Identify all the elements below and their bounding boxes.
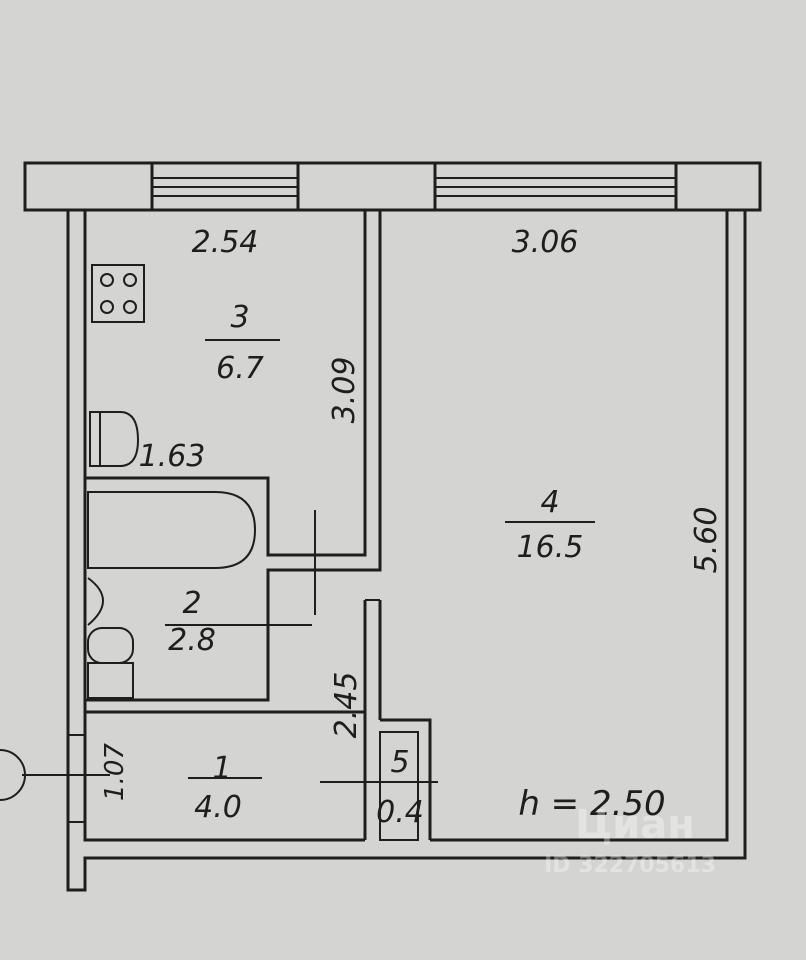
interior-walls	[85, 210, 432, 841]
kitchen-side: 1.63	[139, 439, 206, 474]
room-length: 5.60	[689, 507, 724, 574]
room-3-area: 6.7	[216, 351, 264, 386]
window-strip	[23, 161, 762, 212]
watermark: Циан ID 322705613	[544, 802, 716, 878]
fixtures	[87, 264, 312, 699]
room-labels: 3 6.7 4 16.5 2 2.8 1 4.0 5 0.4	[168, 300, 595, 830]
room-5-area: 0.4	[376, 795, 424, 830]
room-4-area: 16.5	[517, 530, 584, 565]
kitchen-width: 2.54	[192, 225, 259, 260]
watermark-id: ID 322705613	[544, 853, 716, 878]
toilet-icon	[87, 627, 134, 664]
bathtub-icon	[87, 491, 257, 569]
room-1-number: 1	[212, 751, 231, 786]
room-2-number: 2	[182, 586, 201, 621]
ceiling-height: h = 2.50	[518, 784, 665, 824]
room-4-number: 4	[540, 485, 559, 520]
room-3-number: 3	[230, 300, 249, 335]
entrance-marker	[0, 749, 26, 801]
watermark-brand: Циан	[575, 802, 695, 848]
stove-icon	[91, 264, 145, 323]
room-5-number: 5	[390, 745, 409, 780]
dimension-labels: 2.54 3.06 1.63 3.09 5.60 2.45 1.07 h = 2…	[100, 225, 724, 824]
hall-width: 1.07	[100, 743, 130, 801]
corridor-length: 2.45	[329, 672, 364, 739]
kitchen-length: 3.09	[327, 357, 362, 424]
room-1-area: 4.0	[194, 790, 242, 825]
sink-icon	[89, 411, 140, 467]
room-width: 3.06	[512, 225, 579, 260]
washbasin-icon	[87, 577, 104, 626]
room-2-area: 2.8	[168, 623, 216, 658]
exterior-walls	[0, 210, 747, 892]
